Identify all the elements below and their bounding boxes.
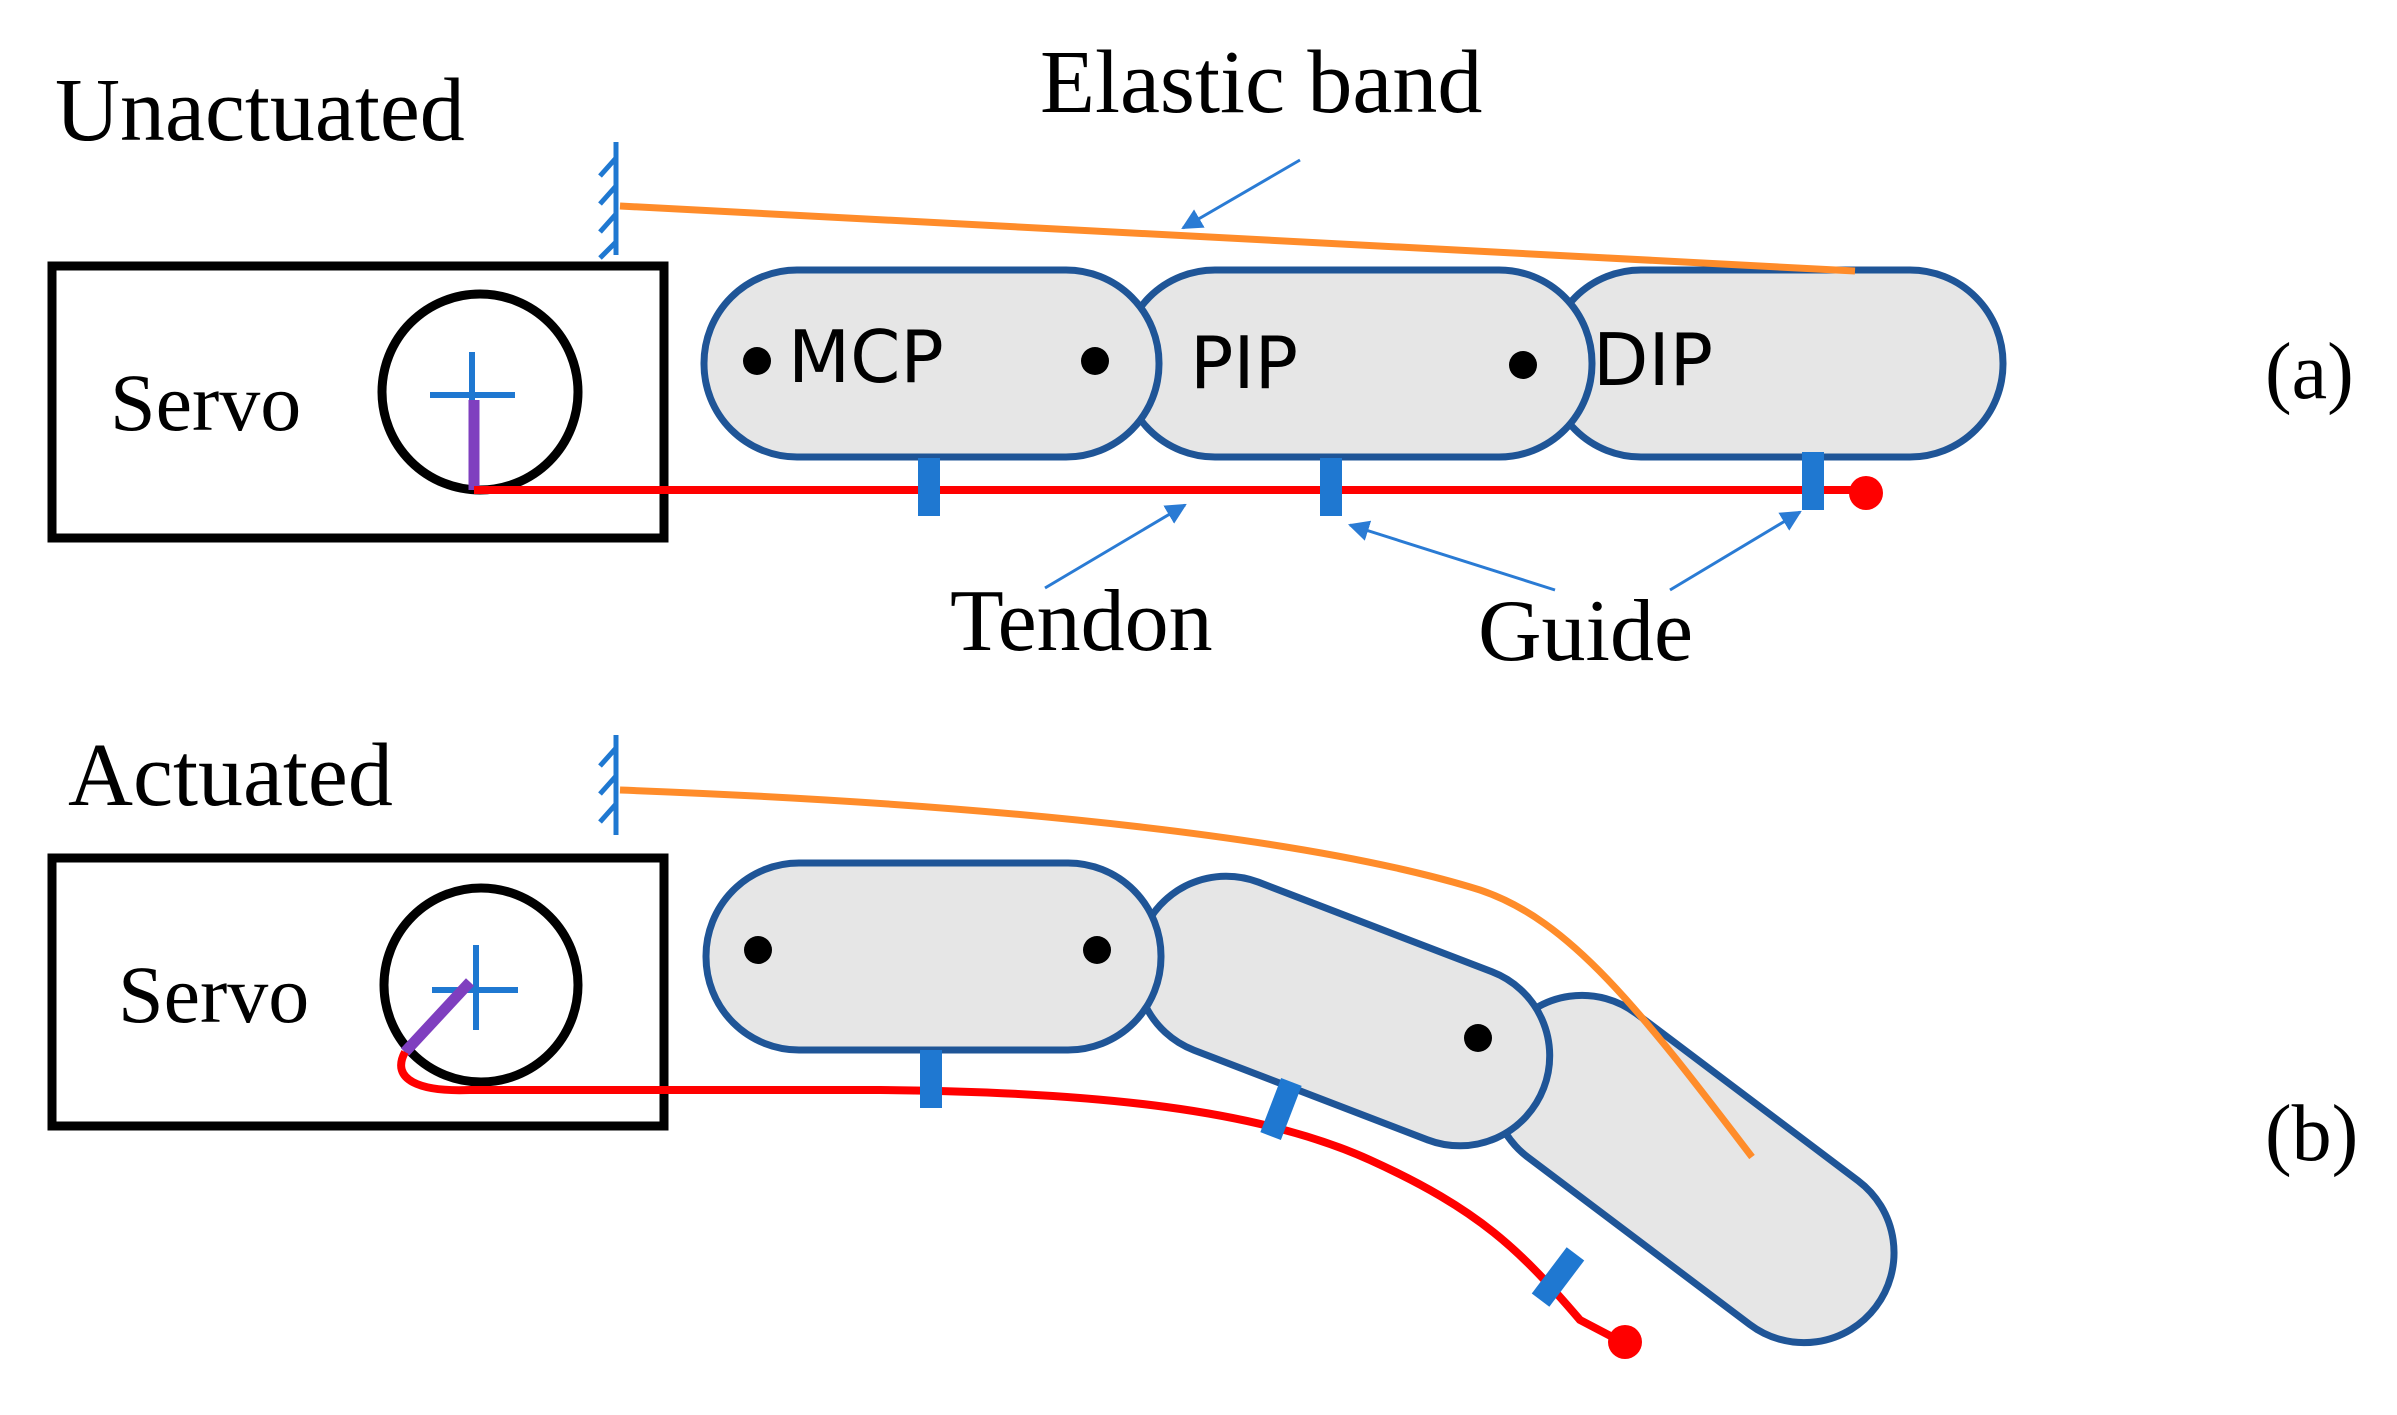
pulley-center-b-icon: [432, 945, 518, 1030]
guide-b: [1260, 1077, 1302, 1141]
joint-dot-b: [1083, 936, 1111, 964]
joint-dot-a: [743, 347, 771, 375]
panel-label-b: (b): [2265, 1090, 2358, 1178]
panel-a-title: Unactuated: [55, 61, 465, 160]
panel-label-a: (a): [2265, 328, 2354, 416]
label-tendon: Tendon: [950, 573, 1213, 670]
servo-label-b: Servo: [118, 949, 309, 1040]
joint-dot-b: [744, 936, 772, 964]
servo-pulley-b: [379, 883, 583, 1087]
guide-a: [918, 458, 940, 516]
elastic-band-b: [619, 786, 1755, 1160]
arrow-guide-pip: [1347, 520, 1556, 592]
label-elastic-band: Elastic band: [1040, 33, 1482, 132]
tendon-end-b: [1608, 1325, 1642, 1359]
guide-b: [920, 1050, 942, 1108]
joint-dot-b: [1464, 1024, 1492, 1052]
joint-label-dip: DIP: [1593, 318, 1713, 402]
joint-label-mcp: MCP: [788, 315, 944, 399]
guide-b: [1531, 1247, 1585, 1307]
label-guide: Guide: [1478, 583, 1693, 680]
panel-a: Unactuated Servo MCP PIP DIP: [47, 33, 2354, 680]
servo-box-a: [47, 261, 669, 543]
proximal-segment-a: [700, 266, 1163, 461]
guide-a: [1320, 458, 1342, 516]
arrow-guide-dip: [1669, 510, 1802, 592]
anchor-a-icon: [598, 142, 619, 260]
elastic-band-a: [619, 202, 1856, 275]
panel-b-title: Actuated: [68, 726, 393, 825]
arrow-elastic-band: [1181, 158, 1301, 230]
arrow-tendon: [1044, 503, 1187, 590]
joint-dot-a: [1509, 351, 1537, 379]
joint-dot-a: [1081, 347, 1109, 375]
servo-horn-b: [400, 978, 475, 1056]
panel-b: Actuated Servo: [47, 726, 2358, 1359]
tendon-b: [397, 1050, 1624, 1346]
finger-a: MCP PIP DIP: [700, 266, 2007, 461]
servo-box-b: [47, 853, 669, 1131]
joint-label-pip: PIP: [1190, 321, 1298, 405]
servo-label-a: Servo: [110, 357, 301, 448]
finger-b: [702, 859, 1898, 1347]
anchor-b-icon: [598, 735, 619, 835]
tendon-end-a: [1849, 476, 1883, 510]
guide-a: [1802, 452, 1824, 510]
